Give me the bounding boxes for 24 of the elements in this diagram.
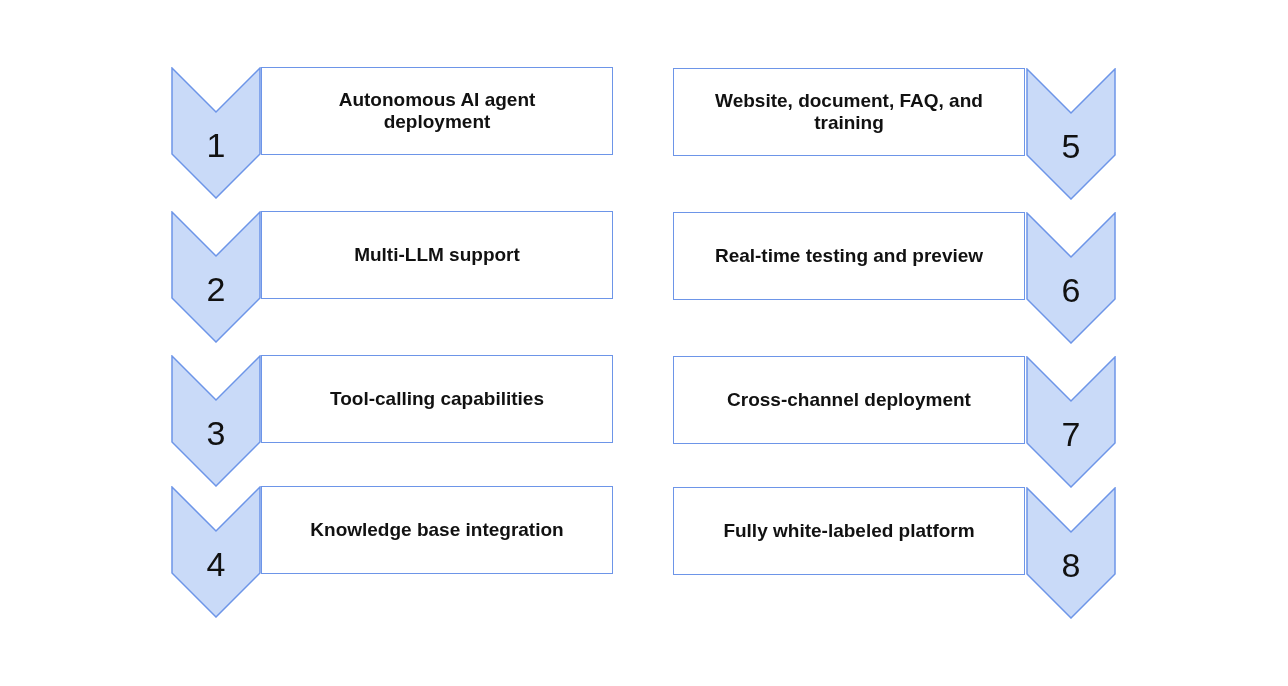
feature-box: [673, 212, 1025, 300]
feature-box: [673, 68, 1025, 156]
step-number: 7: [1060, 414, 1082, 454]
step-number: 8: [1060, 545, 1082, 585]
feature-text: Real-time testing and preview: [714, 245, 984, 267]
step-number: 5: [1060, 126, 1082, 166]
step-number: 6: [1060, 270, 1082, 310]
step-number: 2: [205, 269, 227, 309]
feature-text: Autonomous AI agent deployment: [337, 89, 537, 133]
feature-box: [261, 211, 613, 299]
step-number: 4: [205, 544, 227, 584]
feature-text: Website, document, FAQ, and training: [714, 90, 984, 134]
feature-text: Multi-LLM support: [354, 244, 520, 266]
feature-text: Knowledge base integration: [310, 519, 564, 541]
feature-text: Fully white-labeled platform: [723, 520, 975, 542]
feature-text: Tool-calling capabilities: [330, 388, 544, 410]
feature-text: Cross-channel deployment: [727, 389, 971, 411]
feature-box: [261, 67, 613, 155]
feature-box: [261, 355, 613, 443]
feature-box: [673, 356, 1025, 444]
feature-box: [261, 486, 613, 574]
step-number: 1: [205, 125, 227, 165]
feature-box: [673, 487, 1025, 575]
step-number: 3: [205, 413, 227, 453]
